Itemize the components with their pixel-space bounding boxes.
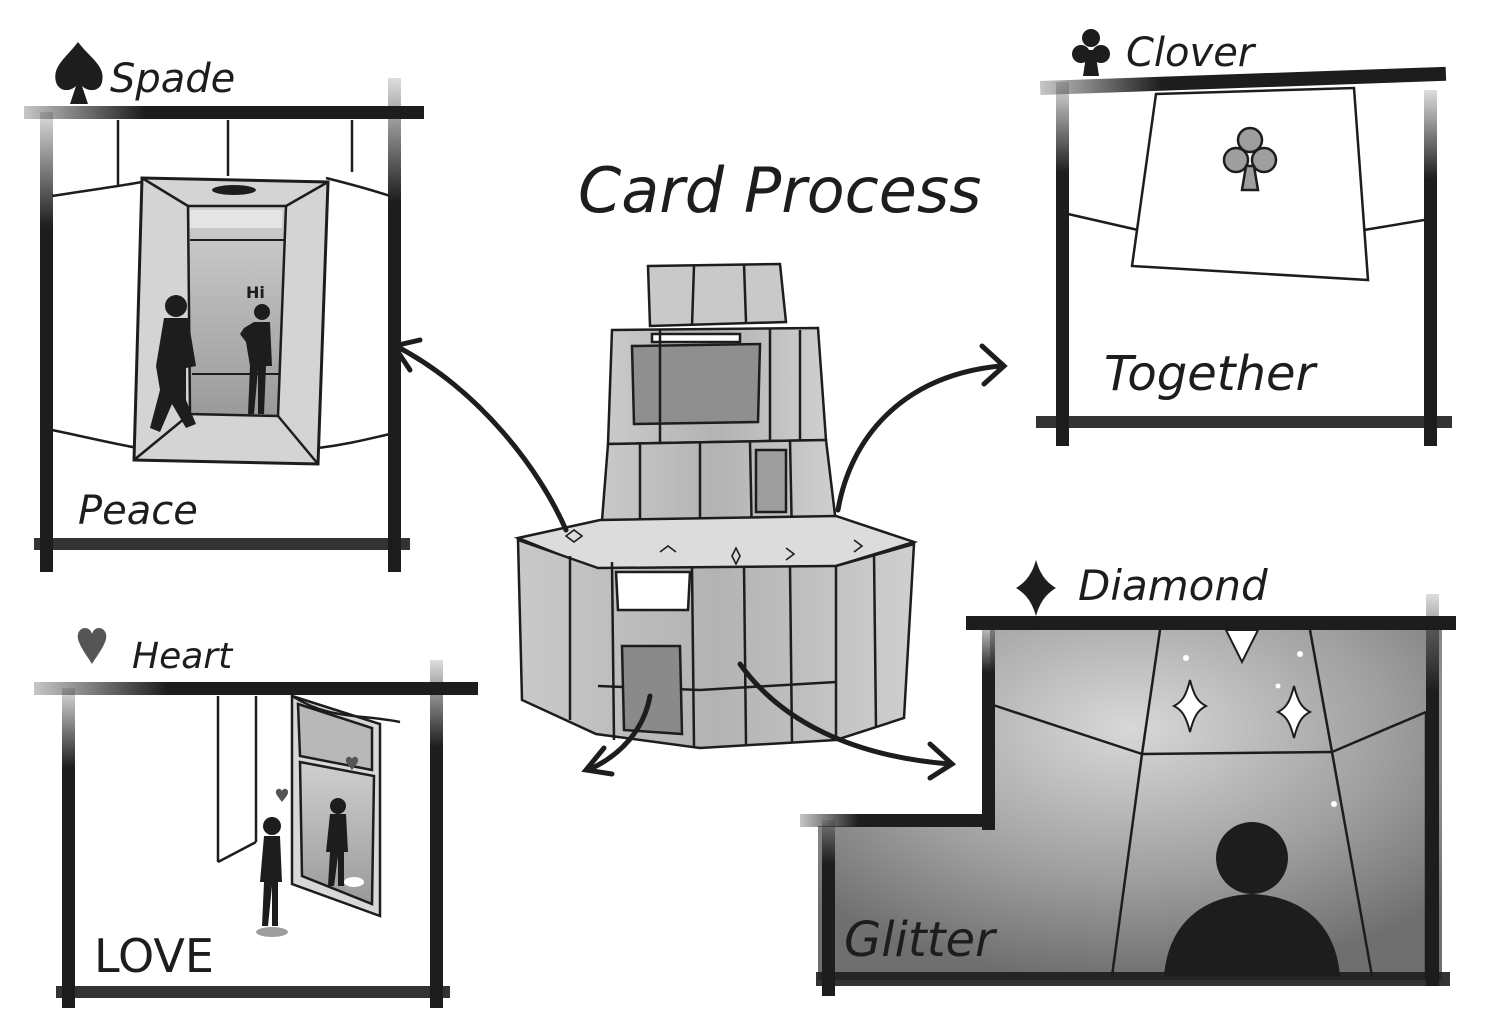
diamond-figure [1164, 822, 1340, 976]
spade-speech: Hi [246, 283, 265, 302]
spade-icon [55, 42, 103, 104]
diamond-panel: Diamond [800, 560, 1456, 996]
heart-icon [77, 628, 107, 664]
spade-panel: Spade [24, 42, 424, 572]
heart-panel: Heart LOVE [34, 628, 478, 1008]
heart-figures [256, 798, 364, 937]
heart-caption: LOVE [94, 929, 214, 983]
diamond-label: Diamond [1078, 561, 1268, 610]
diamond-icon [1016, 560, 1056, 616]
spade-figures [150, 295, 272, 432]
heart-small-icon [275, 756, 359, 802]
spade-caption: Peace [78, 488, 198, 534]
clover-caption: Together [1104, 346, 1319, 402]
heart-label: Heart [132, 636, 234, 677]
page-title: Card Process [578, 154, 981, 227]
diamond-caption: Glitter [844, 912, 998, 968]
card-tower-model [513, 262, 919, 750]
club-icon [1072, 29, 1110, 76]
clover-card-club-icon [1222, 126, 1278, 192]
diamond-sparkles [1171, 629, 1313, 739]
clover-label: Clover [1126, 30, 1257, 76]
spade-label: Spade [110, 56, 235, 102]
process-arrows [389, 337, 1008, 781]
clover-panel: Clover Together [1036, 29, 1452, 446]
diamond-small-sparkles [1183, 651, 1337, 807]
